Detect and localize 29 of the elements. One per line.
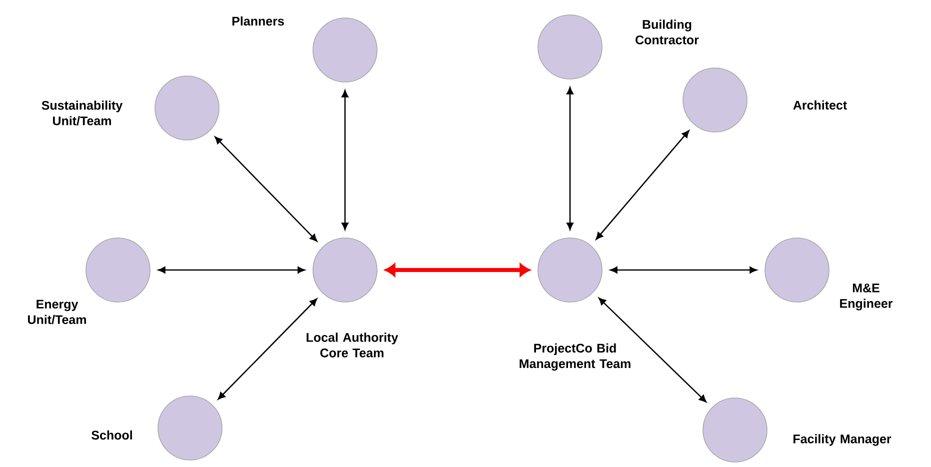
arrow (158, 266, 305, 274)
node-label: Planners (232, 16, 284, 26)
circle (154, 76, 220, 140)
node-label: Architect (793, 100, 847, 110)
node-label: Facility Manager (794, 434, 892, 446)
node-label: School (92, 430, 132, 440)
arrow (385, 264, 530, 276)
node-label: Sustainability Unit/Team (42, 100, 123, 126)
circle (538, 14, 602, 80)
node-label: ProjectCo Bid Management Team (520, 343, 630, 371)
circle (702, 398, 768, 462)
circle (86, 238, 150, 302)
circle (312, 18, 378, 82)
node-label: Energy Unit/Team (28, 300, 86, 324)
circle (312, 238, 378, 302)
node-label: Local Authority Core Team (306, 332, 398, 358)
arrow (596, 130, 690, 240)
circle (158, 396, 222, 460)
circle (682, 68, 748, 132)
arrow (566, 87, 574, 230)
arrow (598, 298, 706, 402)
arrow (610, 266, 757, 274)
arrow (214, 136, 318, 242)
node-label: M&E Engineer (840, 284, 893, 310)
node-label: Building Contractor (636, 20, 699, 44)
arrow (342, 90, 348, 230)
arrow (218, 298, 318, 400)
circle (764, 238, 830, 302)
circle (538, 238, 602, 302)
